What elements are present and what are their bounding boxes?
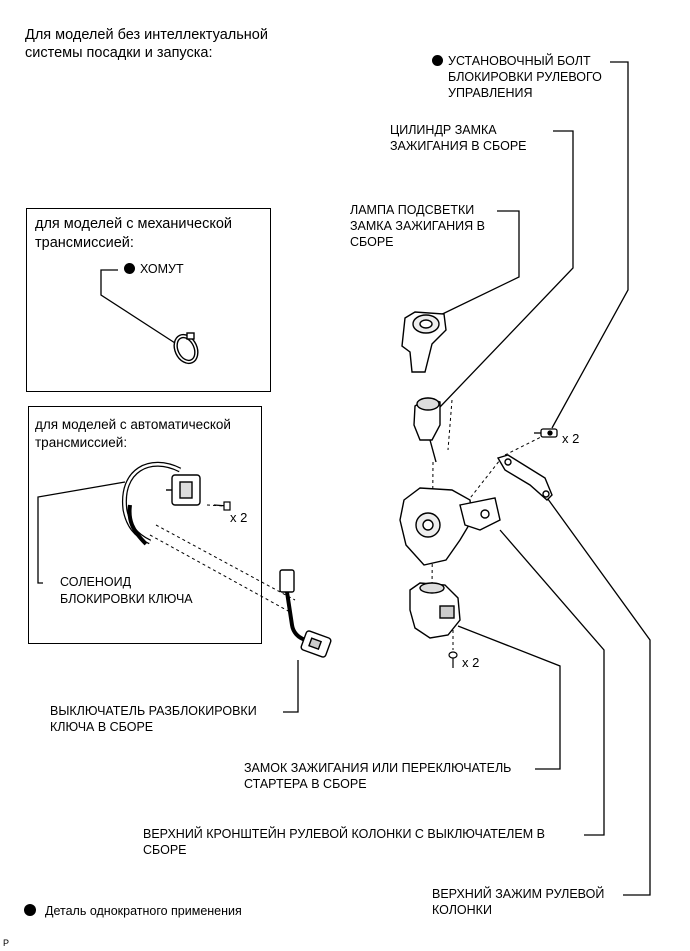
mt-heading-line1: для моделей с механической <box>35 216 233 232</box>
page-title-line1: Для моделей без интеллектуальной <box>25 27 268 43</box>
clamp-ring-icon <box>173 332 199 365</box>
unlock-switch-icon <box>279 569 332 658</box>
lamp-label-line1: ЛАМПА ПОДСВЕТКИ <box>350 203 475 217</box>
ignition-switch-leader <box>457 625 561 770</box>
ignition-switch-label-line1: ЗАМОК ЗАЖИГАНИЯ ИЛИ ПЕРЕКЛЮЧАТЕЛЬ <box>244 761 512 775</box>
ignition-switch-label-line2: СТАРТЕРА В СБОРЕ <box>244 777 367 791</box>
mt-clamp-leader <box>100 269 176 344</box>
cylinder-label-line2: ЗАЖИГАНИЯ В СБОРЕ <box>390 139 527 153</box>
unlock-switch-leader <box>283 660 299 713</box>
lock-bolt-label-line2: БЛОКИРОВКИ РУЛЕВОГО <box>448 70 602 84</box>
one-time-use-dot-icon <box>24 904 36 916</box>
upper-clamp-label-line1: ВЕРХНИЙ ЗАЖИМ РУЛЕВОЙ <box>432 887 605 901</box>
lock-bolt-leader <box>551 61 629 429</box>
solenoid-label-line1: СОЛЕНОИД <box>60 575 132 589</box>
page-title-line2: системы посадки и запуска: <box>25 45 213 61</box>
mt-models-box <box>26 208 271 392</box>
lamp-leader <box>429 210 520 321</box>
lock-bolt-label-line3: УПРАВЛЕНИЯ <box>448 86 533 100</box>
bracket-label-line2: СБОРЕ <box>143 843 187 857</box>
mt-heading-line2: трансмиссией: <box>35 235 134 251</box>
one-time-use-dot-icon <box>432 55 443 66</box>
lock-cylinder-icon <box>413 397 441 463</box>
at-heading-line1: для моделей с автоматической <box>35 417 231 432</box>
upper-clamp-leader <box>544 494 651 896</box>
cylinder-leader <box>439 130 574 408</box>
upper-clamp-icon <box>496 454 553 501</box>
cylinder-label-line1: ЦИЛИНДР ЗАМКА <box>390 123 497 137</box>
ignition-switch-icon <box>409 582 461 639</box>
upper-bracket-icon <box>399 487 501 566</box>
mt-clamp-label: ХОМУТ <box>124 262 184 277</box>
bracket-label-line1: ВЕРХНИЙ КРОНШТЕЙН РУЛЕВОЙ КОЛОНКИ С ВЫКЛ… <box>143 827 545 841</box>
lamp-assembly-icon <box>401 311 447 373</box>
at-heading-line2: трансмиссией: <box>35 435 128 450</box>
legend: Деталь однократного применения <box>24 904 242 919</box>
lamp-label-line2: ЗАМКА ЗАЖИГАНИЯ В <box>350 219 485 233</box>
screw-icon <box>448 651 458 668</box>
solenoid-label-line2: БЛОКИРОВКИ КЛЮЧА <box>60 592 193 606</box>
lock-bolt-icon <box>534 428 558 438</box>
unlock-switch-label-line2: КЛЮЧА В СБОРЕ <box>50 720 154 734</box>
lock-bolt-label-line1: УСТАНОВОЧНЫЙ БОЛТ <box>432 54 591 69</box>
bolt-qty: x 2 <box>562 431 580 446</box>
at-qty: x 2 <box>230 510 248 525</box>
one-time-use-dot-icon <box>124 263 135 274</box>
at-models-box <box>28 406 262 644</box>
upper-clamp-label-line2: КОЛОНКИ <box>432 903 492 917</box>
screw-qty: x 2 <box>462 655 480 670</box>
figure-code: P <box>3 938 10 948</box>
bracket-leader <box>499 529 605 836</box>
solenoid-icon <box>121 461 201 546</box>
screw-icon <box>213 501 231 511</box>
solenoid-leader <box>37 481 126 584</box>
lamp-label-line3: СБОРЕ <box>350 235 394 249</box>
unlock-switch-label-line1: ВЫКЛЮЧАТЕЛЬ РАЗБЛОКИРОВКИ <box>50 704 257 718</box>
